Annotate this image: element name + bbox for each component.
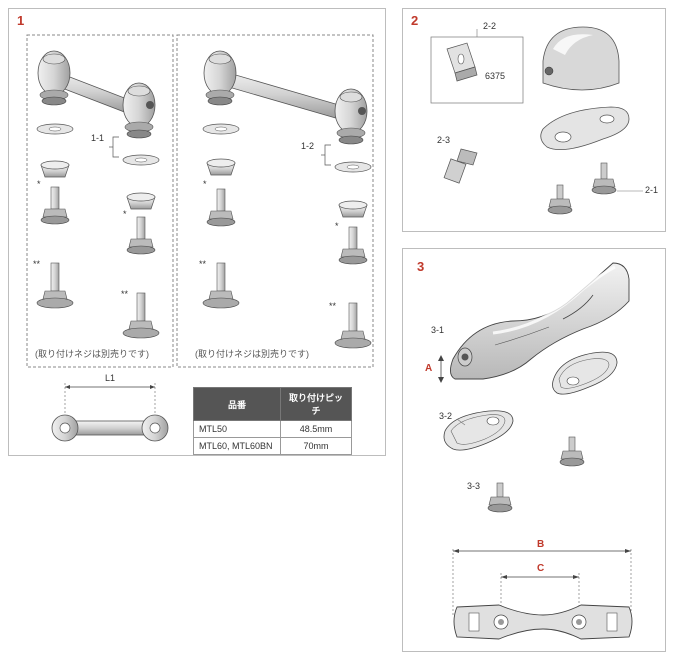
bolt-single-star xyxy=(126,216,156,255)
col-header-pitch: 取り付けピッチ xyxy=(280,387,352,421)
threaded-nut xyxy=(443,148,478,184)
bolt-double-star xyxy=(334,302,372,349)
table-header-row: 品番 取り付けピッチ xyxy=(193,387,352,421)
double-star-mark: ** xyxy=(121,289,129,299)
panel-3-illustration xyxy=(438,262,633,640)
double-star-mark: ** xyxy=(329,301,337,311)
bolt-double-star xyxy=(36,262,74,309)
bolt-single-star xyxy=(206,188,236,227)
panel-number: 3 xyxy=(417,259,425,274)
label-1-1: 1-1 xyxy=(91,133,105,143)
rubber-pad xyxy=(552,351,618,395)
label-3-1: 3-1 xyxy=(431,325,445,335)
col-header-model: 品番 xyxy=(193,387,281,421)
panel-1: 1 xyxy=(8,8,386,456)
pitch-spec-table: 品番 取り付けピッチ MTL50 48.5mm MTL60, MTL60BN 7… xyxy=(193,387,352,455)
screw xyxy=(547,184,573,215)
label-L1: L1 xyxy=(105,373,116,383)
bolt-double-star xyxy=(122,292,160,339)
label-3-2: 3-2 xyxy=(439,411,453,421)
arm-top-view xyxy=(51,383,169,442)
star-mark: * xyxy=(203,179,207,189)
arm-body xyxy=(450,262,630,380)
rubber-pad xyxy=(443,410,514,451)
screws-sold-separately-note: (取り付けネジは別売りです) xyxy=(195,349,309,359)
label-6375: 6375 xyxy=(485,71,506,81)
bolt-double-star xyxy=(202,262,240,309)
nut-plate xyxy=(446,42,478,82)
cell-pitch: 70mm xyxy=(280,437,352,455)
callout-1-1 xyxy=(112,136,119,158)
top-cover xyxy=(542,26,620,91)
screw xyxy=(591,162,617,195)
callout-1-2 xyxy=(324,144,331,166)
dim-B xyxy=(452,549,632,615)
double-star-mark: ** xyxy=(199,259,207,269)
dim-C xyxy=(500,573,580,615)
table-row: MTL60, MTL60BN 70mm xyxy=(193,437,352,455)
label-3-3: 3-3 xyxy=(467,481,481,491)
cell-model: MTL50 xyxy=(193,420,281,438)
cell-pitch: 48.5mm xyxy=(280,420,352,438)
variant-box-right xyxy=(176,34,374,368)
panel-1-illustration xyxy=(26,34,374,442)
bolt-single-star xyxy=(40,186,70,225)
double-star-mark: ** xyxy=(33,259,41,269)
star-mark: * xyxy=(37,179,41,189)
part-2-2-box xyxy=(430,36,524,104)
base-plate xyxy=(540,106,630,151)
label-2-3: 2-3 xyxy=(437,135,451,145)
label-A: A xyxy=(425,363,433,374)
arm-assembly-right xyxy=(203,50,368,145)
arm-assembly-left xyxy=(37,50,156,139)
arm-top-view xyxy=(453,604,633,640)
variant-box-left xyxy=(26,34,174,368)
panel-3: 3 xyxy=(402,248,666,652)
star-mark: * xyxy=(123,209,127,219)
panel-number: 2 xyxy=(411,13,419,28)
panel-2-illustration xyxy=(430,26,643,215)
cell-model: MTL60, MTL60BN xyxy=(193,437,281,455)
panel-number: 1 xyxy=(17,13,25,28)
label-2-2: 2-2 xyxy=(483,21,497,31)
label-B: B xyxy=(537,539,545,550)
label-C: C xyxy=(537,563,545,574)
label-2-1: 2-1 xyxy=(645,185,659,195)
screw xyxy=(559,436,585,467)
screw xyxy=(487,482,513,513)
bolt-single-star xyxy=(338,226,368,265)
star-mark: * xyxy=(335,221,339,231)
panel-2: 2 xyxy=(402,8,666,232)
label-1-2: 1-2 xyxy=(301,141,315,151)
table-row: MTL50 48.5mm xyxy=(193,420,352,438)
screws-sold-separately-note: (取り付けネジは別売りです) xyxy=(35,349,149,359)
